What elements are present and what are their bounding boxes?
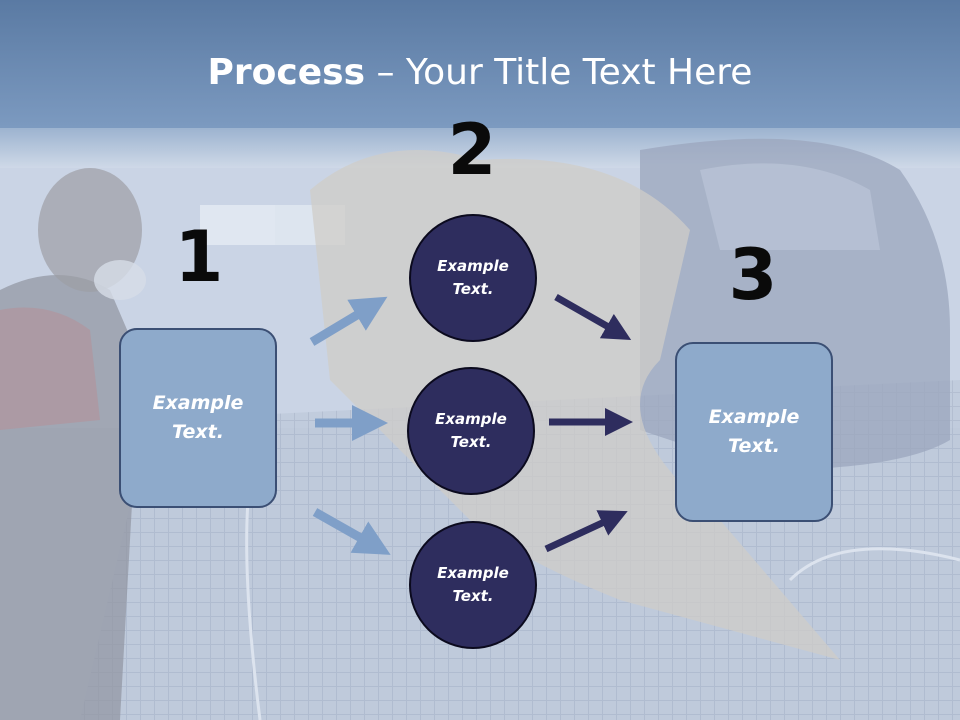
page-title: Process – Your Title Text Here bbox=[0, 52, 960, 93]
title-bold: Process bbox=[207, 52, 366, 93]
arrow-from-circle-1 bbox=[554, 293, 632, 340]
arrow-to-circle-3 bbox=[312, 508, 391, 555]
step-number-1: 1 bbox=[174, 216, 224, 298]
circle-2-line2: Text. bbox=[450, 433, 492, 451]
left-box-line1: Example bbox=[152, 392, 244, 414]
circle-1-line2: Text. bbox=[452, 280, 494, 298]
process-circle-1: Example Text. bbox=[409, 214, 537, 342]
left-box-line2: Text. bbox=[172, 421, 224, 443]
circle-1-line1: Example bbox=[437, 257, 509, 275]
circle-3-line1: Example bbox=[437, 564, 509, 582]
left-process-box: Example Text. bbox=[119, 328, 277, 508]
arrow-to-circle-1 bbox=[309, 296, 388, 346]
circle-3-line2: Text. bbox=[452, 587, 494, 605]
right-box-line1: Example bbox=[708, 406, 800, 428]
right-box-line2: Text. bbox=[728, 435, 780, 457]
circle-2-line1: Example bbox=[435, 410, 507, 428]
step-number-2: 2 bbox=[447, 109, 497, 191]
title-rest: – Your Title Text Here bbox=[365, 52, 753, 93]
right-process-box: Example Text. bbox=[675, 342, 833, 522]
step-number-3: 3 bbox=[728, 234, 778, 316]
arrow-from-circle-3 bbox=[544, 510, 628, 553]
process-circle-3: Example Text. bbox=[409, 521, 537, 649]
process-circle-2: Example Text. bbox=[407, 367, 535, 495]
